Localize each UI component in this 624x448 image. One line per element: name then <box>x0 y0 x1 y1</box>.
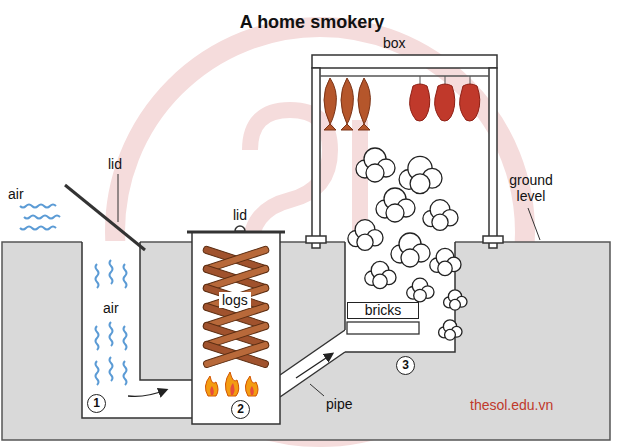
title: A home smokery <box>0 12 624 32</box>
fish <box>324 78 370 130</box>
callout-text: 2 <box>237 402 244 417</box>
callout-number: 2 <box>231 400 250 419</box>
flow-label: air <box>100 300 122 316</box>
part-label: lid <box>233 207 247 223</box>
callout-text: 1 <box>93 396 100 411</box>
watermark-text: thesol.edu.vn <box>470 397 553 413</box>
part-label: pipe <box>326 396 352 412</box>
brick-box: bricks <box>347 302 419 319</box>
air-flow <box>20 205 127 386</box>
logs-drawing <box>202 246 269 369</box>
part-label: ground level <box>506 172 556 204</box>
node-text: bricks <box>365 303 402 318</box>
callout-text: 3 <box>402 358 409 373</box>
part-label: box <box>383 35 406 51</box>
smoke <box>348 148 467 340</box>
meat <box>410 76 480 121</box>
part-label: lid <box>108 156 122 172</box>
flow-label: air <box>8 186 24 202</box>
callout-number: 1 <box>87 394 106 413</box>
part-label: logs <box>219 292 251 308</box>
fire <box>205 372 258 396</box>
callout-number: 3 <box>396 356 415 375</box>
